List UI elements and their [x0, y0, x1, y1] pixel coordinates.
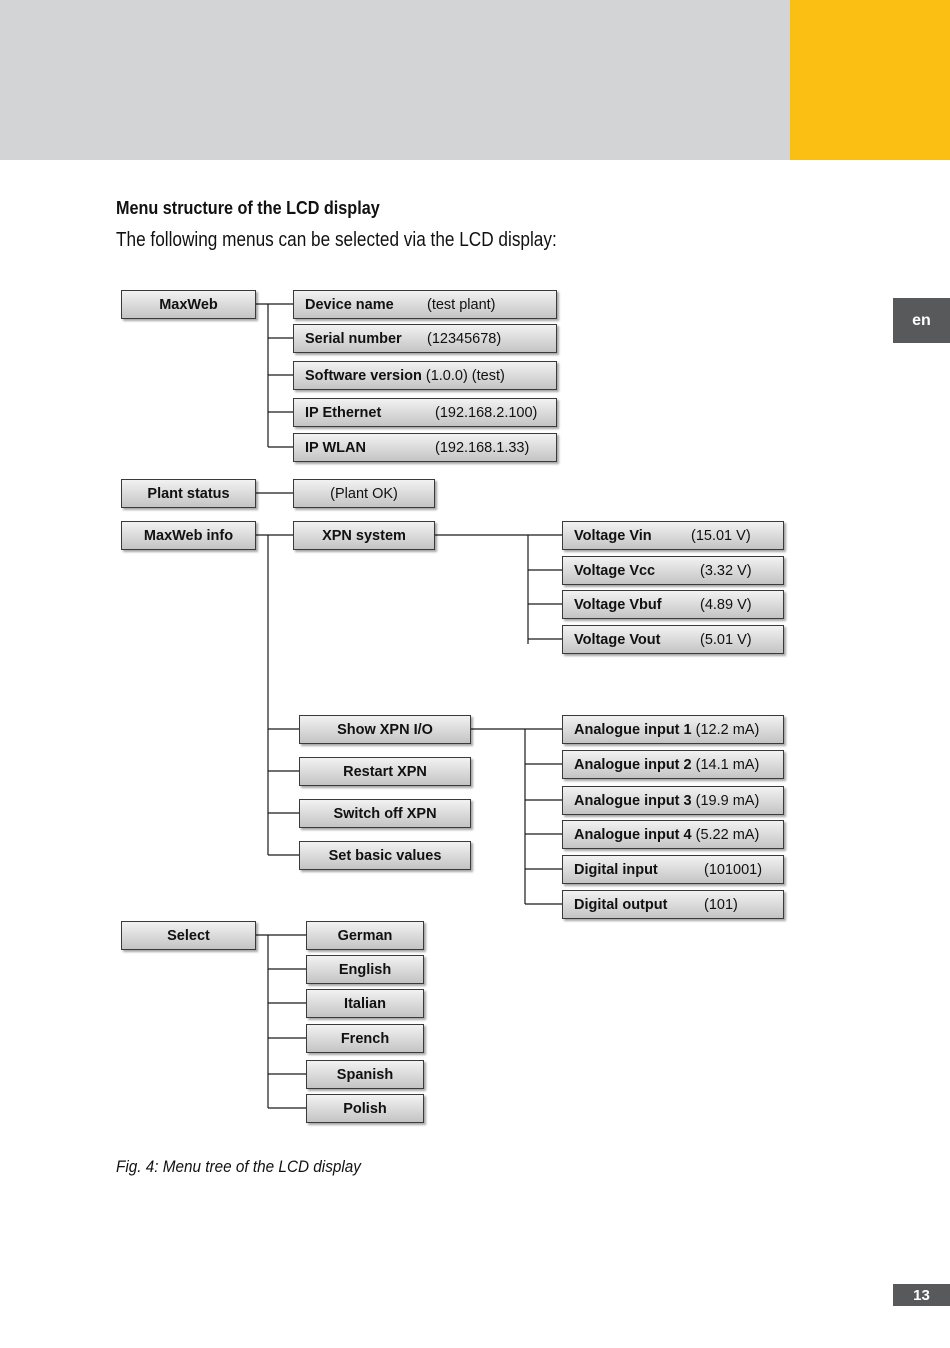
- item-language-german: German: [306, 921, 424, 950]
- item-value: (1.0.0) (test): [425, 367, 505, 384]
- item-value: (19.9 mA): [695, 792, 760, 809]
- item-label: Voltage Vin: [574, 527, 652, 544]
- item-serial-number: Serial number (12345678): [293, 324, 557, 353]
- item-value: (12.2 mA): [695, 721, 760, 738]
- item-language-french: French: [306, 1024, 424, 1053]
- item-label: Analogue input 4: [574, 826, 692, 843]
- item-value: (101): [704, 896, 738, 913]
- item-label: Voltage Vout: [574, 631, 661, 648]
- item-analogue-input-3: Analogue input 3 (19.9 mA): [562, 786, 784, 815]
- item-analogue-input-4: Analogue input 4 (5.22 mA): [562, 820, 784, 849]
- item-label: Voltage Vcc: [574, 562, 656, 579]
- item-analogue-input-1: Analogue input 1 (12.2 mA): [562, 715, 784, 744]
- item-analogue-input-2: Analogue input 2 (14.1 mA): [562, 750, 784, 779]
- item-voltage-vbuf: Voltage Vbuf (4.89 V): [562, 590, 784, 619]
- intro-text: The following menus can be selected via …: [116, 229, 557, 251]
- page-number: 13: [893, 1284, 950, 1306]
- item-label: Voltage Vbuf: [574, 596, 662, 613]
- item-set-basic-values: Set basic values: [299, 841, 471, 870]
- item-language-polish: Polish: [306, 1094, 424, 1123]
- item-label: Device name: [305, 296, 394, 313]
- item-value: (test plant): [427, 296, 496, 313]
- item-value: (3.32 V): [700, 562, 752, 579]
- item-value: (192.168.1.33): [435, 439, 530, 456]
- header-yellow-block: [790, 0, 950, 160]
- item-label: Analogue input 1: [574, 721, 692, 738]
- item-show-xpn-io: Show XPN I/O: [299, 715, 471, 744]
- item-voltage-vin: Voltage Vin (15.01 V): [562, 521, 784, 550]
- item-language-spanish: Spanish: [306, 1060, 424, 1089]
- item-label: IP WLAN: [305, 439, 366, 456]
- item-ip-wlan: IP WLAN (192.168.1.33): [293, 433, 557, 462]
- item-voltage-vcc: Voltage Vcc (3.32 V): [562, 556, 784, 585]
- item-voltage-vout: Voltage Vout (5.01 V): [562, 625, 784, 654]
- item-software-version: Software version (1.0.0) (test): [293, 361, 557, 390]
- item-language-italian: Italian: [306, 989, 424, 1018]
- item-ip-ethernet: IP Ethernet (192.168.2.100): [293, 398, 557, 427]
- menu-maxweb-info: MaxWeb info: [121, 521, 256, 550]
- item-digital-input: Digital input (101001): [562, 855, 784, 884]
- item-label: Digital output: [574, 896, 668, 913]
- item-xpn-system: XPN system: [293, 521, 435, 550]
- language-tab: en: [893, 298, 950, 343]
- menu-maxweb: MaxWeb: [121, 290, 256, 319]
- item-device-name: Device name (test plant): [293, 290, 557, 319]
- item-label: Analogue input 2: [574, 756, 692, 773]
- item-digital-output: Digital output (101): [562, 890, 784, 919]
- section-heading: Menu structure of the LCD display: [116, 198, 380, 218]
- header-gray-band: [0, 0, 790, 160]
- item-label: Analogue input 3: [574, 792, 692, 809]
- item-value: (15.01 V): [691, 527, 751, 544]
- menu-select: Select: [121, 921, 256, 950]
- item-label: Digital input: [574, 861, 658, 878]
- item-label: Serial number: [305, 330, 402, 347]
- item-label: IP Ethernet: [305, 404, 382, 421]
- item-switch-off-xpn: Switch off XPN: [299, 799, 471, 828]
- item-value: (12345678): [427, 330, 502, 347]
- item-value: (192.168.2.100): [435, 404, 538, 421]
- item-value: (4.89 V): [700, 596, 752, 613]
- item-restart-xpn: Restart XPN: [299, 757, 471, 786]
- plant-status-value: (Plant OK): [293, 479, 435, 508]
- menu-plant-status: Plant status: [121, 479, 256, 508]
- item-label: Software version: [305, 367, 422, 384]
- figure-caption: Fig. 4: Menu tree of the LCD display: [116, 1157, 361, 1176]
- item-language-english: English: [306, 955, 424, 984]
- item-value: (5.22 mA): [695, 826, 760, 843]
- item-value: (101001): [704, 861, 763, 878]
- item-value: (5.01 V): [700, 631, 752, 648]
- item-value: (14.1 mA): [695, 756, 760, 773]
